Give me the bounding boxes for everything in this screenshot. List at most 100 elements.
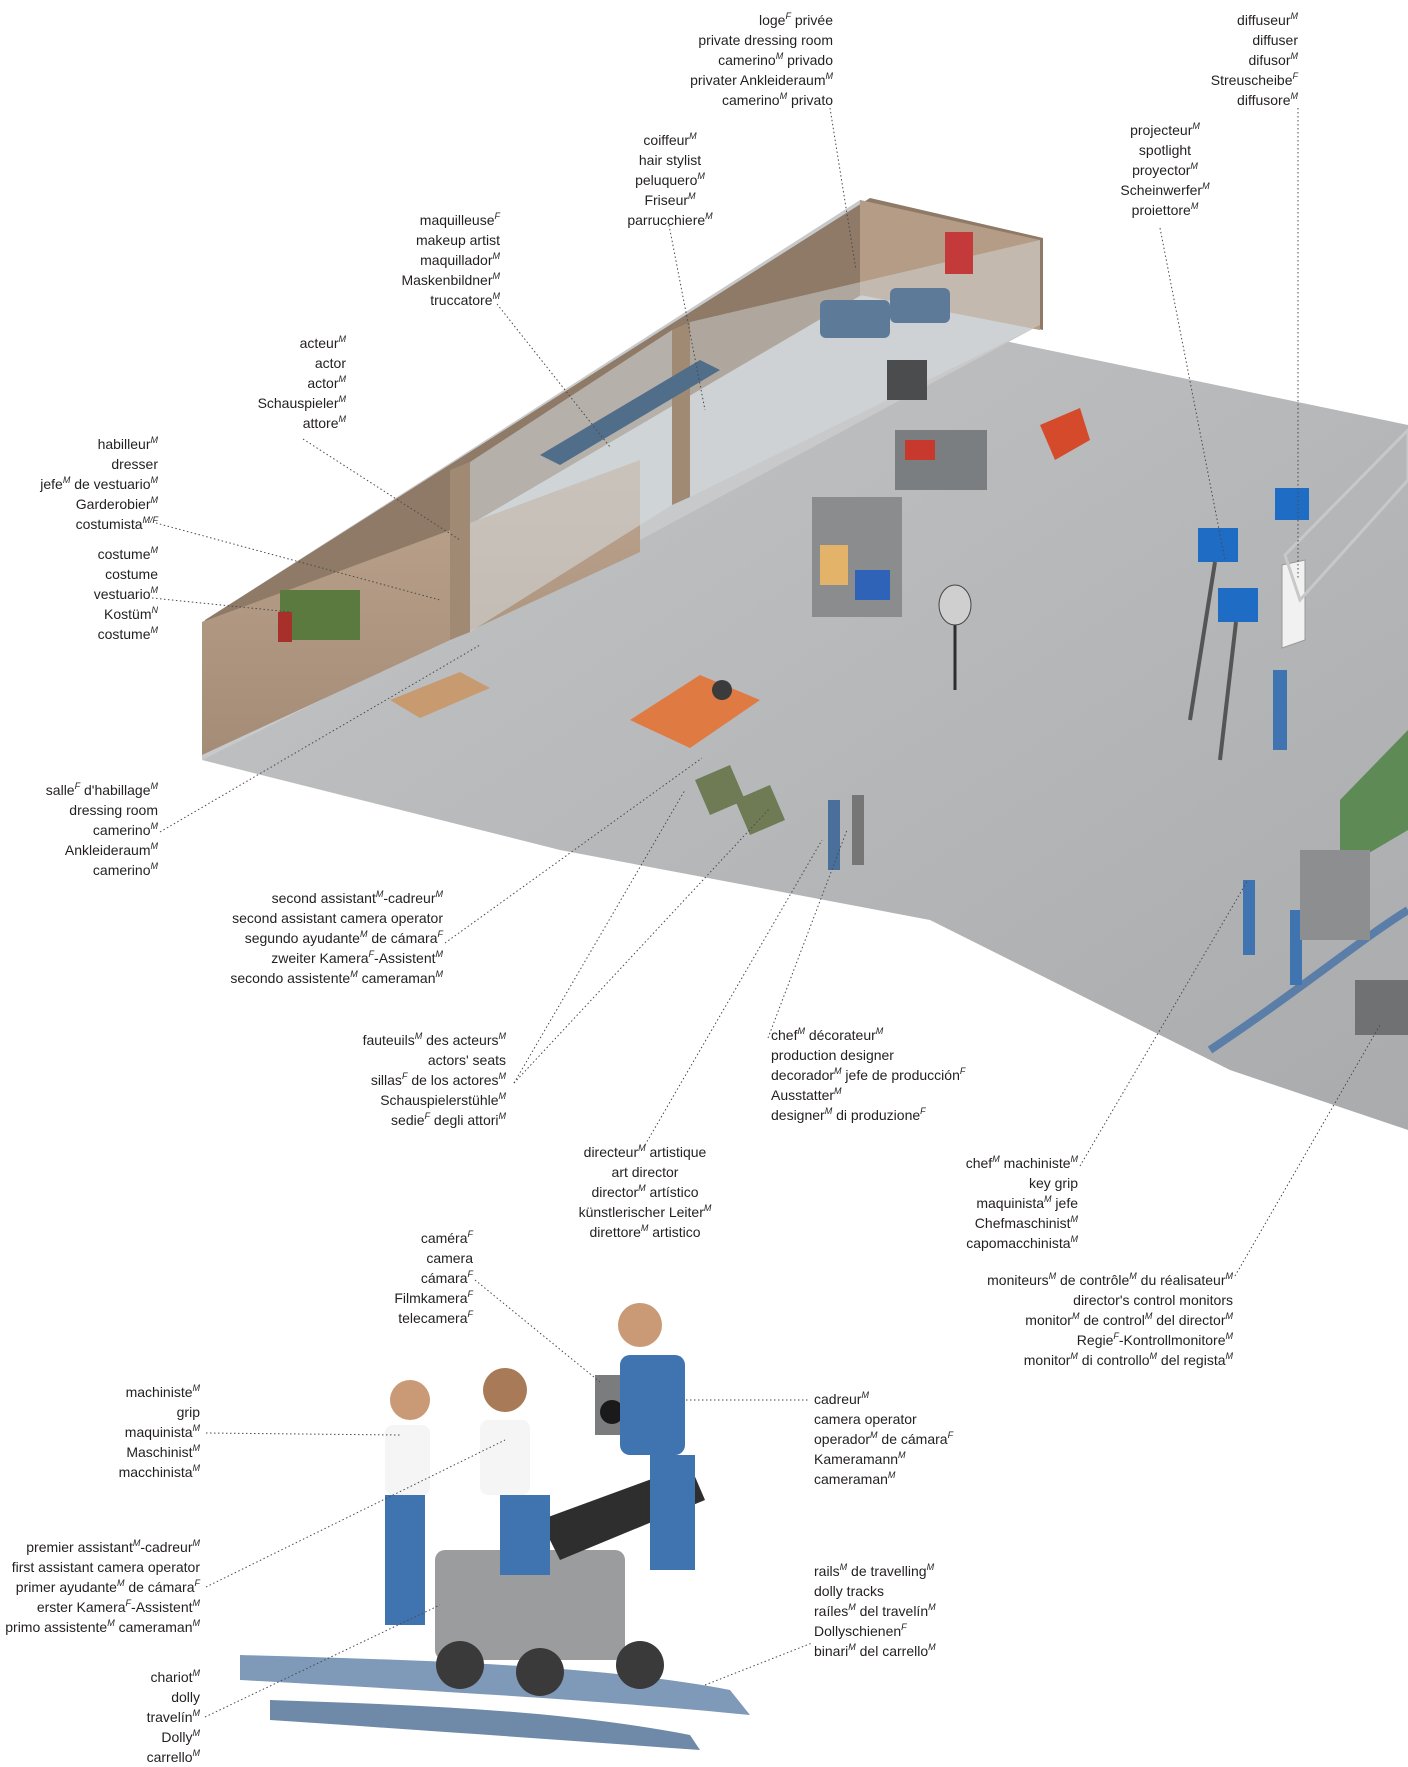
label-line: dressing room [69,802,158,818]
spotlight-stand [1188,561,1217,721]
partition-wall-2 [672,322,690,505]
label-line: director's control monitors [1073,1292,1233,1308]
sofa [890,288,950,323]
label-line: second assistant camera operator [232,910,443,926]
label-line: AnkleideraumM [64,841,158,859]
label-line: StreuscheibeF [1210,71,1298,89]
label-line: maquinistaM [124,1423,200,1441]
spotlight [1218,588,1258,622]
label-line: costumeM [97,545,158,563]
label-line: KostümN [104,605,158,623]
label-line: secondo assistenteM cameramanM [230,969,443,987]
label-line: camerinoM privato [721,91,833,109]
first-assistant-head [483,1368,527,1412]
label-line: caméraF [420,1229,473,1247]
diffuser-panel [1281,559,1306,649]
label-line: binariM del carrelloM [814,1642,936,1660]
shelf-unit-boxes [855,570,890,600]
label-line: dolly [171,1689,200,1705]
label-line: segundo ayudanteM de cámaraF [244,929,443,947]
sofa [820,300,890,338]
label-line: peluqueroM [635,171,705,189]
label-line: chariotM [150,1668,200,1686]
label-line: jefeM de vestuarioM [40,475,158,493]
label-line: maquinistaM jefe [976,1194,1078,1212]
label-line: costumeM [97,625,158,643]
label-line: proyectorM [1132,161,1198,179]
label-line: direttoreM artistico [589,1223,701,1241]
spotlight [1198,528,1238,562]
chair [887,360,927,400]
label-line: zweiter KameraF-AssistentM [271,949,443,967]
label-line: MaskenbildnerM [401,271,500,289]
label-line: hair stylist [638,152,702,168]
label-line: acteurM [299,334,346,352]
label-line: FriseurM [644,191,696,209]
label-line: makeup artist [415,232,500,248]
label-line: diffuser [1252,32,1298,48]
label-line: macchinistaM [118,1463,200,1481]
label-line: ScheinwerferM [1120,181,1210,199]
dolly-wheel [516,1648,564,1696]
label-line: logeF privée [759,11,833,29]
label-line: costume [105,566,158,582]
label-line: parrucchiereM [627,211,713,229]
label-line: private dressing room [698,32,833,48]
dolly-base [435,1550,625,1660]
label-line: monitorM di controlloM del registaM [1023,1351,1233,1369]
label-line: actors' seats [427,1052,506,1068]
label-line: ChefmaschinistM [974,1214,1078,1232]
studio-floor [202,340,1408,1130]
label-line: camera operator [814,1411,917,1427]
label-line: machinisteM [125,1383,200,1401]
gaffer-figure [1273,670,1287,750]
label-line: railsM de travellingM [814,1562,935,1580]
dressing-table [390,672,490,718]
label-line: chefM décorateurM [771,1026,884,1044]
label-line: travelínM [146,1708,200,1726]
label-line: operadorM de cámaraF [814,1430,954,1448]
label-line: camerinoM privado [718,51,833,69]
poster [945,232,973,274]
label-line: camera [426,1250,473,1266]
label-line: actor [314,355,346,371]
first-assistant-legs [500,1495,550,1575]
label-line: SchauspielerM [257,394,346,412]
partition-wall-1 [450,462,470,640]
label-line: KameramannM [814,1450,906,1468]
costume-label: costumeM costume vestuarioM KostümN costumeM [94,544,158,644]
label-line: monitorM de controlM del directorM [1025,1311,1233,1329]
leader-lines [151,107,1381,1718]
label-line: diffusoreM [1237,91,1298,109]
label-line: GarderobierM [75,495,158,513]
dolly-wheel [436,1641,484,1689]
key-grip-figure [1243,880,1255,955]
first-assistant-torso [480,1420,530,1495]
label-line: maquilleuseF [419,211,500,229]
camera-lens [600,1400,624,1424]
loge-label: logeF privée private dressing room camerin… [690,10,833,110]
label-line: vestuarioM [93,585,158,603]
label-line: production designer [771,1047,894,1063]
label-line: FilmkameraF [394,1289,473,1307]
control-monitors [1355,980,1408,1035]
art-director-figure [712,680,732,700]
lighting-grid [1283,427,1408,603]
label-line: attoreM [302,414,346,432]
dolly-wheel [616,1641,664,1689]
label-line: chefM machinisteM [965,1154,1078,1172]
label-line: sillasF de los actoresM [370,1071,506,1089]
label-line: camerinoM [92,821,158,839]
label-line: DollyschienenF [814,1622,907,1640]
label-line: art director [611,1164,679,1180]
